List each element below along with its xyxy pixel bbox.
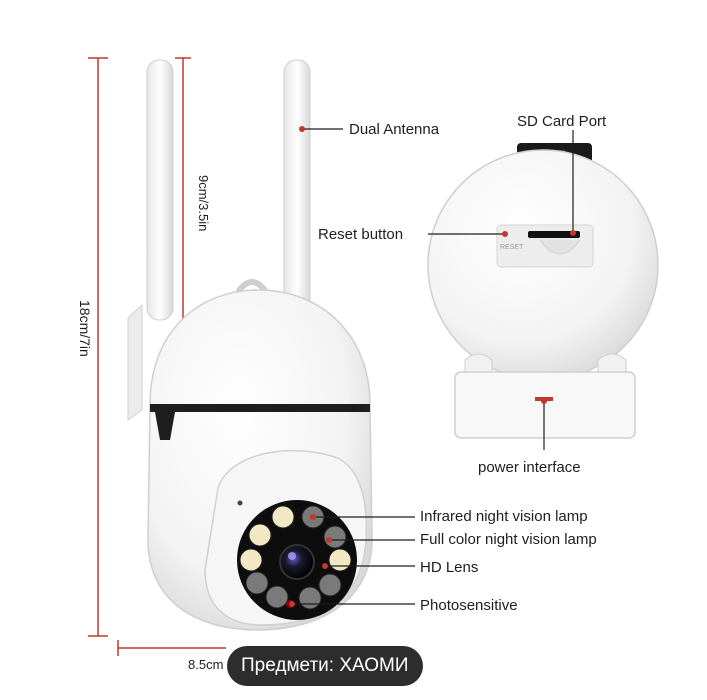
height-dimension-line xyxy=(88,57,108,637)
front-antenna-left xyxy=(146,59,174,321)
reset-marking: RESET xyxy=(500,244,524,251)
label-power-interface: power interface xyxy=(478,459,581,476)
full-color-lamp-ring xyxy=(239,505,352,572)
rear-camera xyxy=(427,143,659,439)
label-full-color-lamp: Full color night vision lamp xyxy=(420,531,597,548)
label-photosensitive: Photosensitive xyxy=(420,597,518,614)
callout-lines xyxy=(292,128,574,605)
label-infrared-lamp: Infrared night vision lamp xyxy=(420,508,588,525)
dimension-antenna: 9cm/3.5in xyxy=(196,175,211,232)
front-lens-panel xyxy=(237,500,357,620)
callout-dots xyxy=(289,126,576,607)
hd-lens xyxy=(279,544,315,580)
caption-badge: Предмети: ХАОМИ xyxy=(227,646,423,686)
label-reset-button: Reset button xyxy=(318,226,404,243)
dimension-height: 18cm/7in xyxy=(77,300,93,357)
front-antenna-right xyxy=(283,59,311,321)
label-hd-lens: HD Lens xyxy=(420,559,479,576)
label-dual-antenna: Dual Antenna xyxy=(349,121,440,138)
width-dimension-line xyxy=(117,640,226,656)
antenna-dimension-line xyxy=(175,57,191,341)
label-sd-card-port: SD Card Port xyxy=(517,113,607,130)
dimension-width: 8.5cm xyxy=(188,657,224,672)
